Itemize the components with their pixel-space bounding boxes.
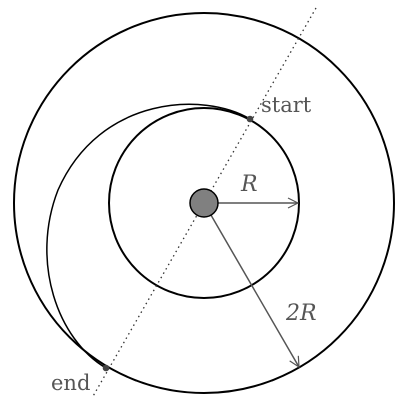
outer-orbit-circle bbox=[13, 12, 395, 394]
central-body bbox=[189, 188, 219, 218]
inner-orbit-circle bbox=[108, 107, 300, 299]
start-label: start bbox=[261, 93, 312, 117]
outer-radius-arrow bbox=[203, 202, 299, 367]
outer-radius-label: 2R bbox=[285, 301, 317, 326]
end-point bbox=[102, 364, 110, 372]
start-point bbox=[246, 115, 254, 123]
transfer-orbit-path bbox=[46, 103, 251, 369]
end-label: end bbox=[51, 371, 90, 395]
inner-radius-label: R bbox=[240, 172, 258, 197]
